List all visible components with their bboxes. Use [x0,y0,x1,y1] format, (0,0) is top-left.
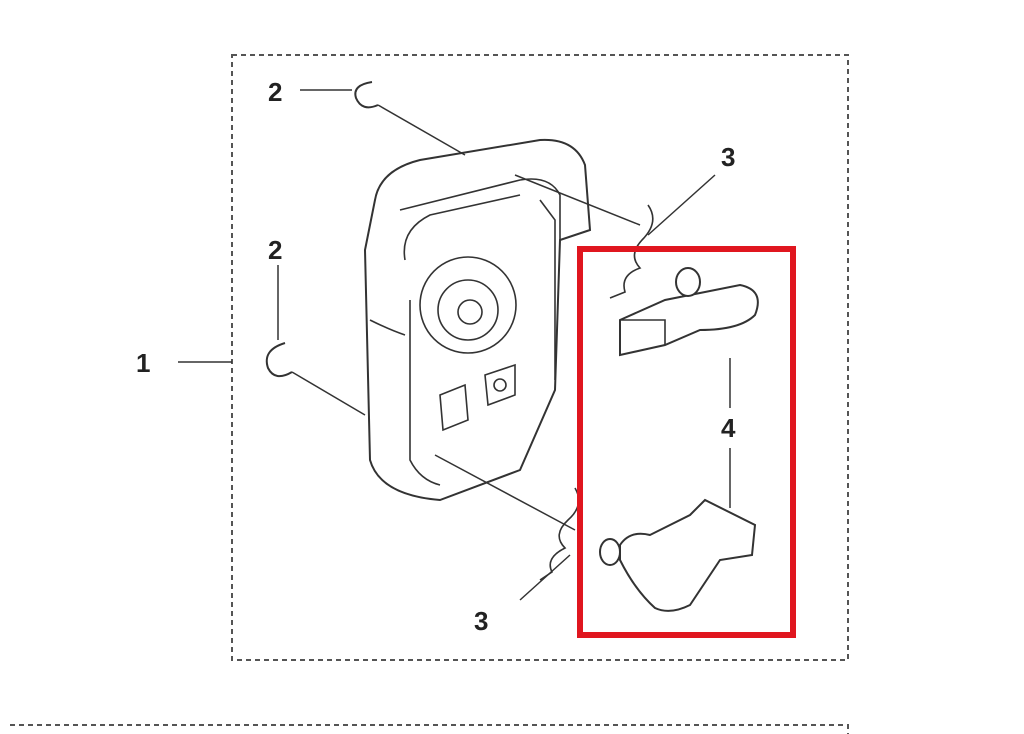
pawl-top [619,267,759,357]
pawl-bottom [599,498,757,612]
next-group-box-edge [10,724,849,734]
callout-2-top: 2 [268,77,282,107]
callout-3-bottom: 3 [474,606,488,636]
clip-left [265,342,293,378]
callout-3-top: 3 [721,142,735,172]
clip-top [354,81,379,109]
callout-1: 1 [136,348,150,378]
leader-lines [178,89,731,601]
assembly-group-box [231,54,849,661]
spring-bottom [539,487,580,581]
spring-top [609,204,654,299]
callout-2-left: 2 [268,235,282,265]
callout-4: 4 [721,413,736,443]
highlight-box-part-4 [577,246,796,638]
starter-housing [363,138,592,502]
